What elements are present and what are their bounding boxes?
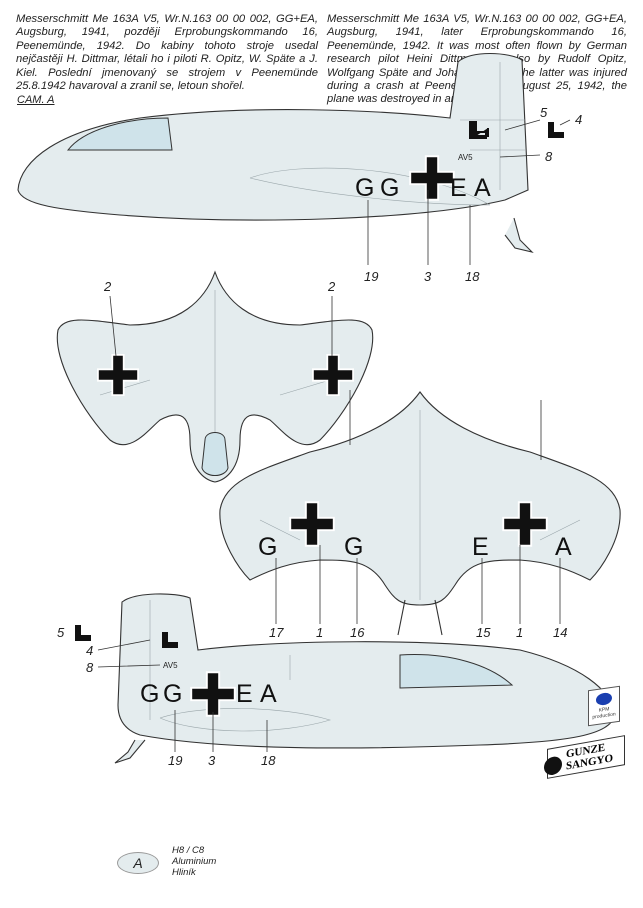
side-view-starboard: G G E A AV5 5 4 8 19 3 18: [57, 593, 616, 768]
code-letter: G: [140, 680, 159, 708]
callout-number: 15: [476, 625, 491, 640]
skid-bottom: [397, 599, 443, 636]
color-code: H8 / C8: [172, 845, 205, 856]
callout-number: 8: [545, 149, 553, 164]
code-letter: G: [163, 680, 182, 708]
color-name-en: Aluminium: [172, 856, 217, 867]
callout-number: 4: [575, 112, 582, 127]
tail-marking-decal: [548, 122, 564, 138]
code-letter: A: [474, 174, 491, 202]
callout-number: 2: [103, 279, 112, 294]
callout-number: 5: [57, 625, 65, 640]
callout-number: 16: [350, 625, 365, 640]
code-letter: G: [355, 174, 374, 202]
code-letter: G: [380, 174, 399, 202]
side-view-port: G G E A AV5 5 4 8 19 3 18: [17, 53, 582, 284]
callout-number: 3: [208, 753, 216, 768]
kpm-logo-text: KPM production: [592, 706, 616, 721]
landing-skid: [504, 217, 534, 253]
color-name-cz: Hliník: [172, 867, 196, 878]
callout-number: 4: [86, 643, 93, 658]
description-czech: Messerschmitt Me 163A V5, Wr.N.163 00 00…: [16, 13, 318, 93]
callout-number: 8: [86, 660, 94, 675]
callout-number: 3: [424, 269, 432, 284]
code-av5: AV5: [458, 153, 473, 162]
camouflage-label: CAM. A: [17, 94, 55, 106]
callout-number: 19: [364, 269, 378, 284]
code-letter: E: [236, 680, 253, 708]
code-letter: E: [450, 174, 467, 202]
callout-number: 19: [168, 753, 182, 768]
tail-marking: [162, 632, 178, 648]
callout-number: 1: [316, 625, 323, 640]
color-swatch: A: [117, 852, 159, 874]
code-av5: AV5: [163, 661, 178, 670]
code-letter: A: [260, 680, 277, 708]
description-english: Messerschmitt Me 163A V5, Wr.N.163 00 00…: [327, 13, 627, 106]
tail-marking: [469, 121, 489, 139]
kpm-logo: KPM production: [588, 685, 620, 727]
callout-number: 17: [269, 625, 284, 640]
callout-number: 2: [327, 279, 336, 294]
callout-number: 14: [553, 625, 567, 640]
canopy: [399, 654, 514, 689]
code-letter: E: [472, 533, 489, 561]
canopy: [66, 117, 173, 151]
callout-number: 18: [465, 269, 480, 284]
landing-skid: [114, 739, 146, 764]
code-letter: G: [344, 533, 363, 561]
code-letter: A: [555, 533, 572, 561]
color-legend-text: H8 / C8 Aluminium Hliník: [172, 845, 216, 878]
fuselage: [117, 593, 616, 749]
callout-number: 18: [261, 753, 276, 768]
plan-view-upper: 2 2: [56, 270, 374, 483]
tail-marking-decal: [75, 625, 91, 641]
code-letter: G: [258, 533, 277, 561]
callout-number: 1: [516, 625, 523, 640]
plan-view-lower: G G E A 17 1 16 15 1 14: [219, 390, 621, 640]
callout-number: 5: [540, 105, 548, 120]
canopy: [201, 432, 229, 476]
fuselage: [17, 53, 529, 221]
